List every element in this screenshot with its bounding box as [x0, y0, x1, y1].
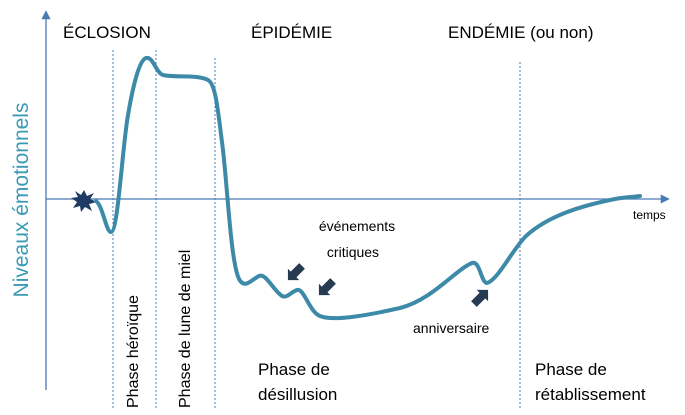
stage-epidemie: ÉPIDÉMIE — [251, 23, 332, 42]
stage-endemie: ENDÉMIE (ou non) — [448, 23, 594, 42]
annotation-evenements-line1: événements — [319, 218, 395, 234]
arrow-evenements-2 — [318, 278, 336, 296]
phase-retablissement-label-line2: rétablissement — [535, 385, 646, 404]
emotion-curve — [94, 55, 642, 321]
arrow-icon — [287, 263, 489, 307]
x-axis-label: temps — [633, 208, 666, 222]
arrow-anniversaire — [471, 289, 489, 307]
phase-desillusion-label-line1: Phase de — [258, 360, 330, 379]
arrow-evenements-1 — [287, 263, 305, 281]
phase-heroique-label: Phase héroïque — [125, 295, 142, 408]
y-axis-label: Niveaux émotionnels — [10, 103, 33, 298]
annotation-anniversaire: anniversaire — [413, 320, 489, 336]
burst-icon — [71, 190, 97, 212]
phase-retablissement-label-line1: Phase de — [535, 360, 607, 379]
phase-desillusion-label-line2: désillusion — [258, 385, 337, 404]
phase-separators — [112, 50, 521, 410]
phase-lune-de-miel-label: Phase de lune de miel — [177, 250, 194, 408]
annotation-evenements-line2: critiques — [327, 244, 379, 260]
stage-eclosion: ÉCLOSION — [63, 23, 151, 42]
